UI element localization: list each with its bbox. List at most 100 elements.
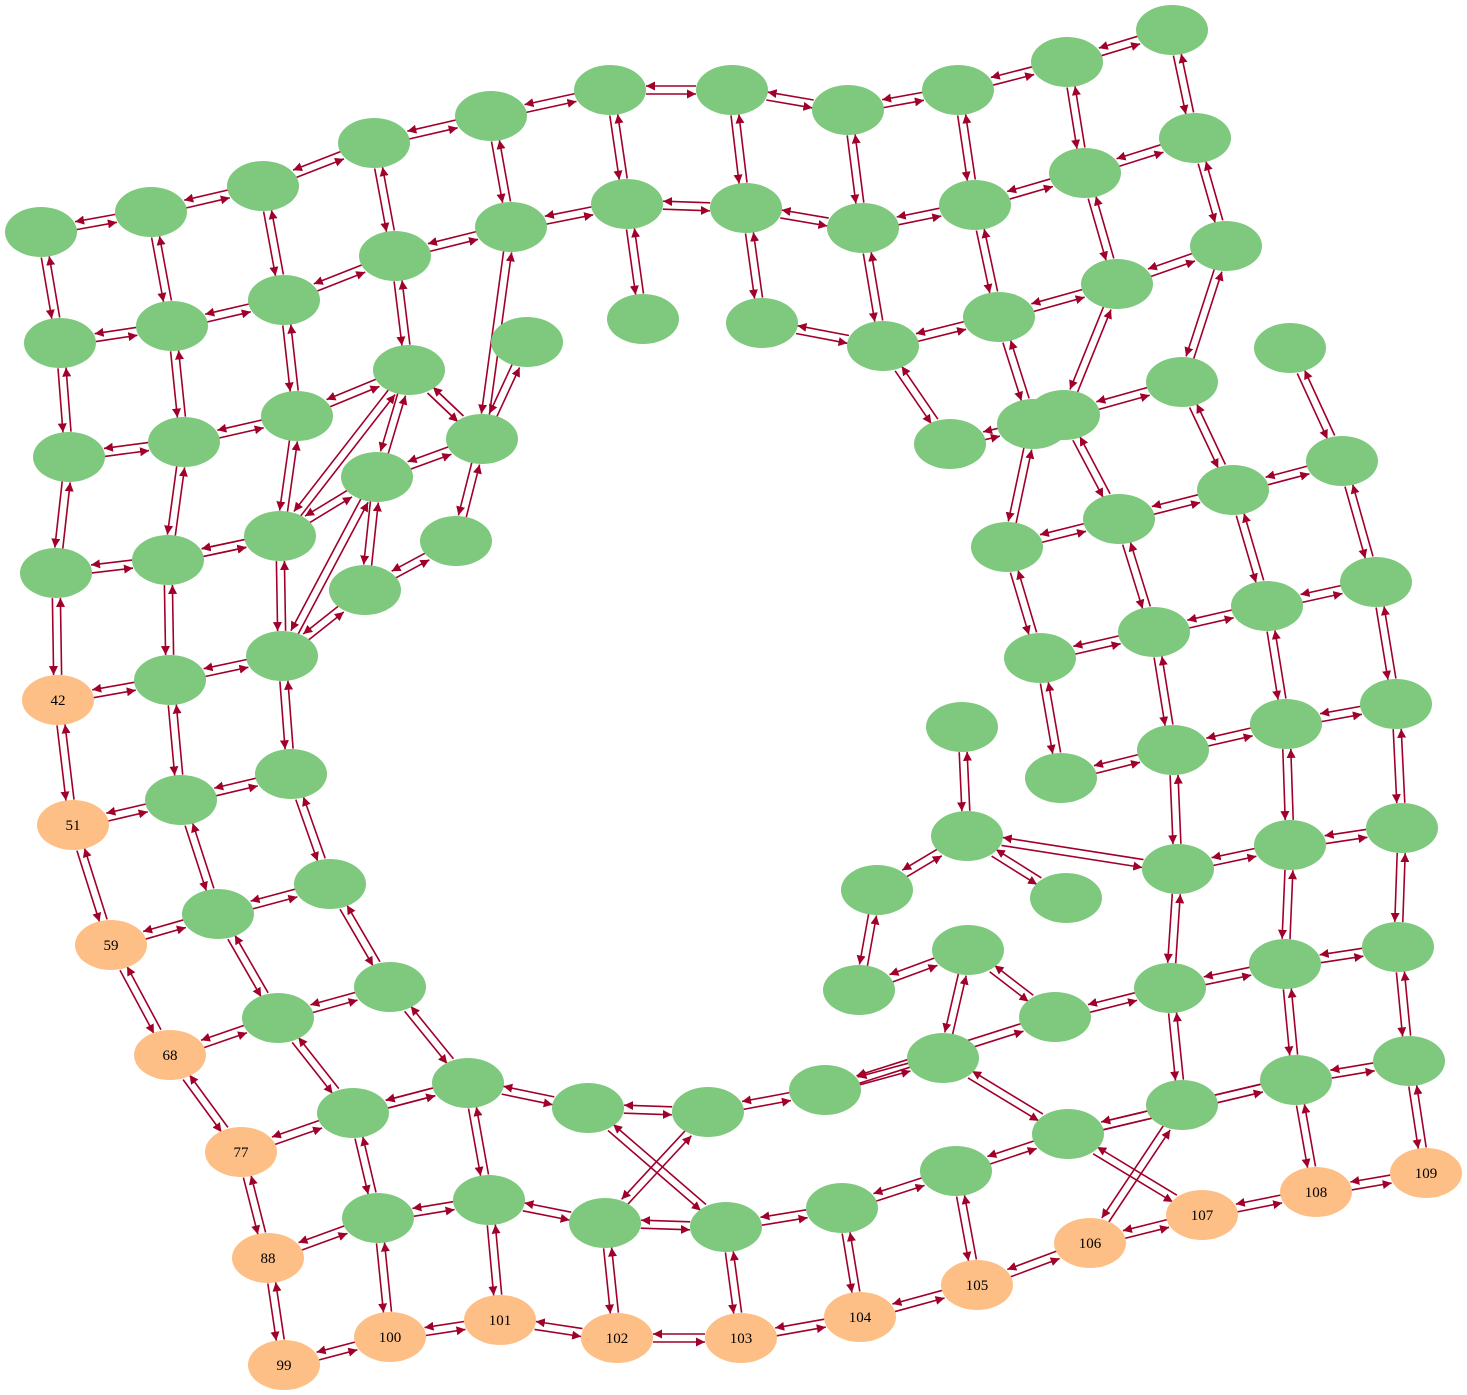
edge-arrow-116 — [1001, 844, 1143, 871]
edge-arrow-270 — [730, 115, 743, 184]
edge-arrow-159 — [412, 1200, 454, 1212]
edge-arrow-184 — [1009, 1257, 1060, 1278]
edge-arrow-335 — [1096, 1146, 1178, 1196]
graph-node-14 — [227, 161, 299, 211]
node-label: 68 — [163, 1048, 178, 1064]
edge-arrow-174 — [425, 1326, 466, 1337]
graph-node-39 — [726, 298, 798, 348]
edge-arrow-228 — [354, 1138, 371, 1195]
edge-arrow-205 — [126, 966, 162, 1031]
edge-arrow-117 — [1002, 834, 1144, 861]
edge-arrow-113 — [250, 888, 296, 904]
edge-arrow-350 — [1277, 869, 1287, 939]
edge-arrow-305 — [612, 1123, 707, 1206]
edge-arrow-313 — [1045, 681, 1062, 753]
edge-arrow-183 — [892, 1289, 943, 1306]
edge-arrow-163 — [641, 1215, 691, 1225]
edge-arrow-133 — [1203, 966, 1250, 980]
edge-arrow-100 — [107, 809, 148, 822]
edge-arrow-309 — [847, 1232, 861, 1292]
edge-arrow-81 — [1096, 386, 1148, 404]
highlighted-node-102: 102 — [581, 1313, 653, 1363]
edge-arrow-200 — [56, 725, 70, 801]
highlighted-node-shape — [824, 1292, 896, 1342]
edge-arrow-52 — [917, 327, 967, 343]
edge-arrow-296 — [942, 973, 960, 1033]
graph-node-41 — [827, 203, 899, 253]
node-label: 51 — [66, 818, 81, 834]
edge-arrow-242 — [295, 799, 319, 862]
edge-arrow-297 — [951, 975, 969, 1035]
edge-arrow-49 — [488, 363, 514, 414]
highlighted-node-shape — [1166, 1190, 1238, 1240]
edge-arrow-50 — [795, 332, 848, 347]
edge-arrow-334 — [1092, 1153, 1174, 1203]
edge-arrow-222 — [184, 825, 208, 892]
graph-node-2 — [33, 432, 105, 482]
node-label: 104 — [849, 1310, 872, 1326]
edge-arrow-101 — [106, 803, 147, 816]
graph-node-25 — [359, 231, 431, 281]
edge-arrow-322 — [1121, 544, 1145, 609]
edge-arrow-28 — [546, 212, 594, 225]
graph-node-75 — [1032, 1109, 1104, 1159]
edge-arrow-33 — [781, 207, 829, 219]
edge-arrow-310 — [955, 1196, 972, 1262]
edge-arrow-199 — [56, 597, 66, 675]
edge-arrow-87 — [1265, 465, 1308, 480]
edge-arrow-201 — [61, 724, 75, 800]
edge-arrow-260 — [490, 141, 506, 204]
edge-arrow-343 — [1196, 403, 1227, 465]
edge-arrow-94 — [1074, 641, 1121, 655]
graph-node-27 — [341, 452, 413, 502]
edge-arrow-272 — [744, 233, 758, 299]
edge-arrow-206 — [182, 1079, 223, 1133]
graph-node-55 — [932, 925, 1004, 975]
edge-arrow-136 — [274, 1126, 323, 1146]
edge-arrow-218 — [160, 585, 170, 656]
edge-arrow-330 — [1167, 1013, 1180, 1081]
graph-node-32 — [420, 516, 492, 566]
edge-arrow-259 — [370, 502, 382, 566]
edge-arrow-12 — [766, 99, 813, 111]
edge-arrow-9 — [524, 92, 575, 108]
edge-arrow-2 — [185, 195, 230, 209]
node-label: 105 — [966, 1278, 989, 1294]
edge-arrow-366 — [1395, 972, 1407, 1037]
edge-arrow-321 — [1079, 436, 1111, 495]
edge-arrow-349 — [1286, 748, 1296, 820]
edge-arrow-224 — [227, 938, 262, 998]
edge-arrow-250 — [486, 1225, 498, 1296]
edge-arrow-6 — [408, 125, 458, 140]
node-label: 99 — [277, 1358, 292, 1374]
edge-arrow-307 — [730, 1251, 743, 1313]
graph-node-43 — [914, 419, 986, 469]
edge-arrow-176 — [534, 1328, 582, 1340]
edge-arrow-271 — [735, 114, 748, 183]
edge-arrow-156 — [301, 1232, 348, 1251]
edge-arrow-196 — [51, 481, 63, 548]
edge-arrow-327 — [1173, 774, 1183, 844]
graph-node-58 — [907, 1033, 979, 1083]
highlighted-node-shape — [705, 1313, 777, 1363]
edge-arrow-45 — [326, 378, 377, 401]
edge-arrow-346 — [1266, 631, 1282, 700]
edge-arrow-83 — [1039, 522, 1085, 537]
graph-node-7 — [132, 535, 204, 585]
graph-node-71 — [1118, 607, 1190, 657]
edge-arrow-233 — [268, 209, 285, 275]
edge-arrow-279 — [901, 365, 939, 420]
edge-arrow-362 — [1391, 729, 1401, 804]
edge-arrow-223 — [191, 822, 215, 889]
highlighted-node-shape — [464, 1295, 536, 1345]
edge-arrow-21 — [94, 326, 137, 337]
edge-arrow-126 — [891, 964, 938, 983]
edge-arrow-141 — [624, 1101, 673, 1110]
edge-arrow-347 — [1271, 630, 1287, 699]
graph-node-62 — [806, 1183, 878, 1233]
edge-arrow-311 — [961, 1194, 978, 1260]
graph-node-3 — [20, 548, 92, 598]
highlighted-node-shape — [37, 800, 109, 850]
edge-arrow-319 — [1076, 309, 1112, 393]
edge-arrow-253 — [379, 166, 396, 231]
